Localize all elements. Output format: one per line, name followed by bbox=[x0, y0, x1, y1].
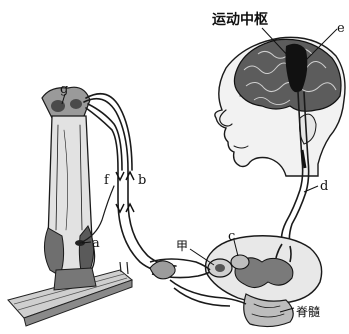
label-d: d bbox=[320, 179, 328, 194]
label-jia: 甲 bbox=[176, 239, 188, 253]
label-spinal-cord: 脊髓 bbox=[296, 305, 320, 319]
label-a: a bbox=[92, 236, 100, 251]
label-g: g bbox=[60, 82, 68, 97]
label-e: e bbox=[337, 21, 345, 36]
leg-muscle bbox=[42, 87, 96, 290]
label-c: c bbox=[228, 229, 235, 244]
label-b: b bbox=[138, 173, 146, 188]
label-f: f bbox=[104, 173, 110, 188]
label-motor-center: 运动中枢 bbox=[212, 11, 268, 28]
